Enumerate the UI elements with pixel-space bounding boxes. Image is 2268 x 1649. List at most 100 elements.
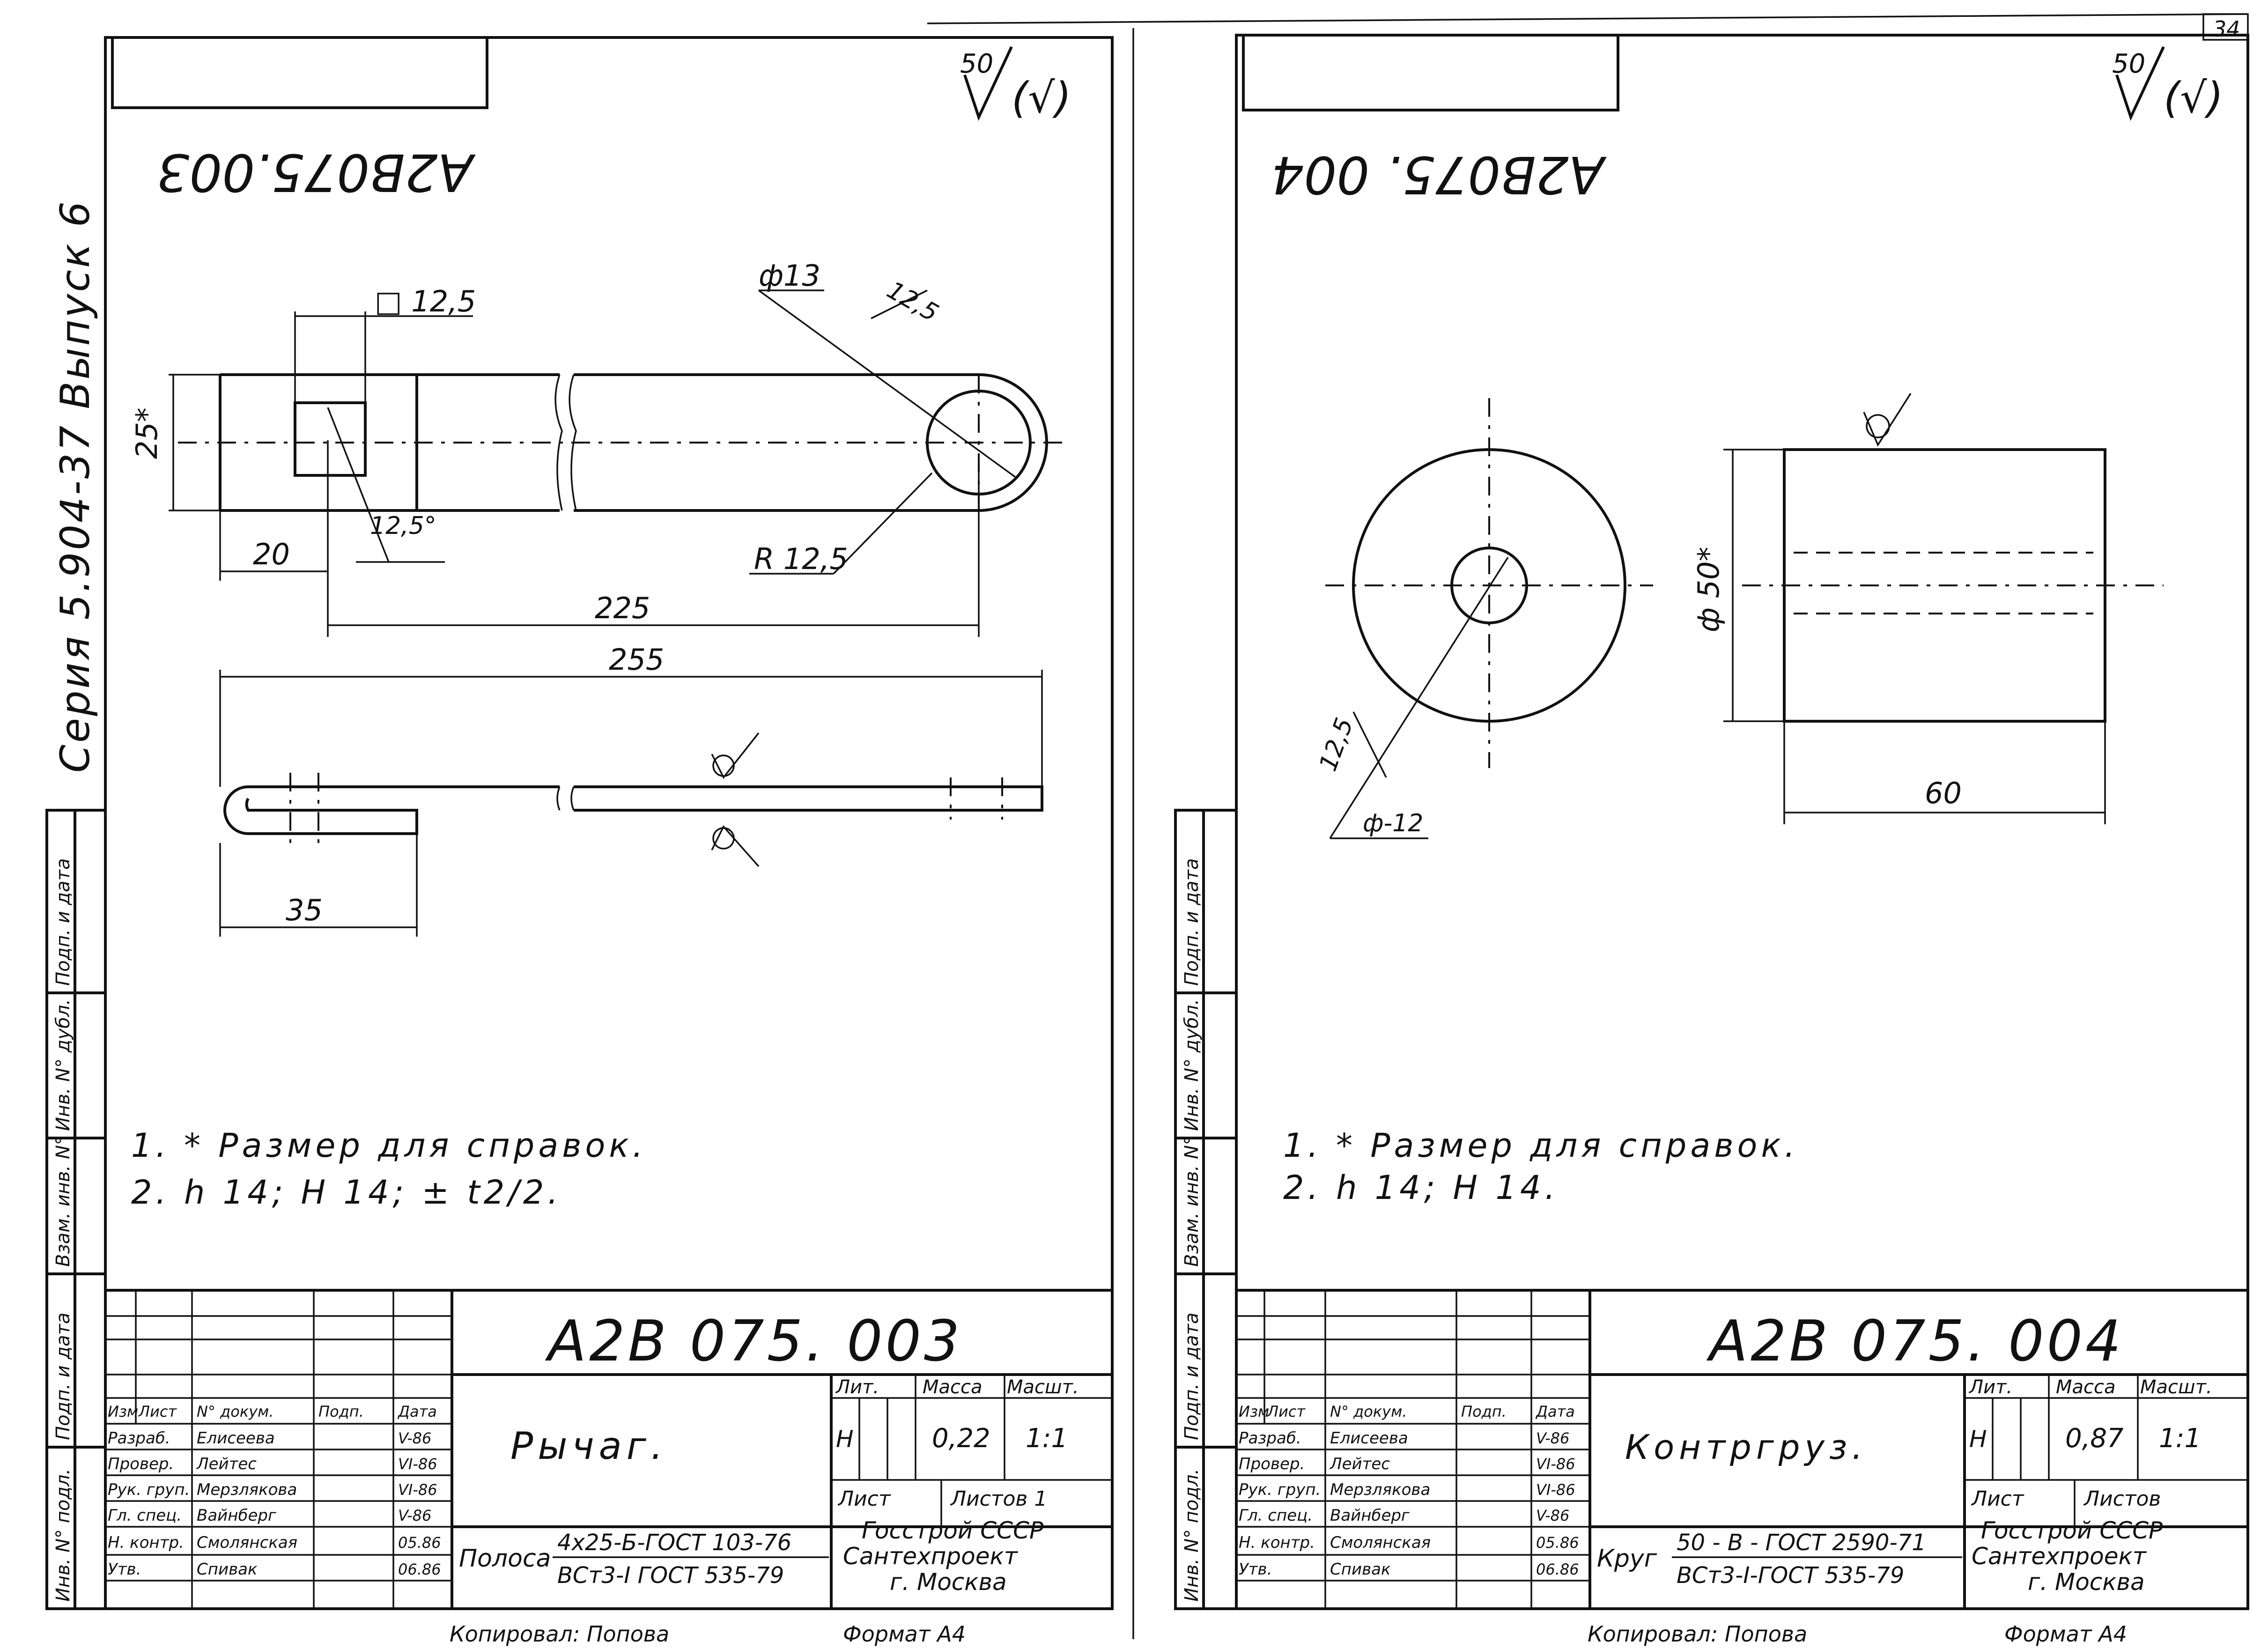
left-top-code-mirrored: А2В075.003	[156, 142, 476, 202]
svg-text:Листов 1: Листов 1	[950, 1487, 1047, 1511]
right-scale: 1:1	[2159, 1423, 2201, 1454]
svg-text:05.86: 05.86	[398, 1534, 441, 1552]
svg-text:Мерзлякова: Мерзлякова	[197, 1480, 297, 1499]
left-copied-by: Копировал: Попова	[450, 1621, 669, 1647]
svg-text:N° докум.: N° докум.	[197, 1403, 273, 1420]
svg-text:Сантехпроект: Сантехпроект	[843, 1543, 1019, 1570]
right-top-code-mirrored: А2В075. 004	[1271, 145, 1607, 205]
right-part-title: Контргруз.	[1625, 1427, 1867, 1467]
dim-radius: R 12,5	[754, 542, 848, 576]
svg-text:V-86: V-86	[398, 1507, 431, 1524]
right-sheet: 34 Инв. N° подл. Подп. и дата Взам. инв.…	[1174, 13, 2249, 1647]
svg-text:Лейтес: Лейтес	[1329, 1455, 1390, 1473]
left-material-2: ВСт3-I ГОСТ 535-79	[557, 1562, 784, 1589]
corner-page-number: 34	[2213, 16, 2240, 42]
dim-dia13: ф13	[759, 259, 820, 293]
svg-text:Смолянская: Смолянская	[197, 1533, 297, 1552]
svg-text:Изм: Изм	[108, 1403, 138, 1420]
dim-angle: 12,5°	[370, 512, 436, 540]
svg-text:Масшт.: Масшт.	[1007, 1376, 1079, 1398]
right-side-stamp: Инв. N° подл. Подп. и дата Взам. инв. N°…	[1174, 809, 1238, 1610]
svg-text:06.86: 06.86	[398, 1560, 441, 1578]
right-material-2: ВСт3-I-ГОСТ 535-79	[1677, 1562, 1904, 1589]
svg-text:Елисеева: Елисеева	[1330, 1429, 1408, 1448]
left-scale: 1:1	[1026, 1423, 1068, 1454]
lever-side-view: 255 35	[219, 643, 1043, 937]
right-format: Формат А4	[2004, 1621, 2127, 1647]
svg-text:Провер.: Провер.	[108, 1455, 174, 1473]
side-stamp-3: Взам. инв. N°	[52, 1136, 74, 1267]
svg-text:Подп. и дата: Подп. и дата	[1181, 1313, 1203, 1440]
svg-text:Взам. инв. N°: Взам. инв. N°	[1181, 1136, 1203, 1267]
right-mass: 0,87	[2065, 1423, 2124, 1454]
dim-dia12: ф-12	[1363, 809, 1423, 837]
svg-text:Н. контр.: Н. контр.	[1239, 1533, 1315, 1552]
dim-60: 60	[1925, 776, 1962, 810]
svg-text:V-86: V-86	[1536, 1507, 1569, 1524]
svg-text:Н: Н	[1969, 1426, 1987, 1453]
svg-text:Н. контр.: Н. контр.	[108, 1533, 184, 1552]
right-drawing-code: А2В 075. 004	[1706, 1309, 2124, 1374]
left-drawing-code: А2В 075. 003	[545, 1309, 962, 1374]
svg-text:Инв. N° подл.: Инв. N° подл.	[1181, 1469, 1203, 1602]
side-stamp-2: Подп. и дата	[52, 1313, 74, 1440]
side-stamp-5: Подп. и дата	[52, 858, 74, 986]
svg-text:Лит.: Лит.	[1968, 1376, 2012, 1398]
svg-text:V-86: V-86	[1536, 1429, 1569, 1447]
svg-text:Изм: Изм	[1239, 1403, 1269, 1420]
left-side-stamp: Инв. N° подл. Подп. и дата Взам. инв. N°…	[45, 809, 107, 1610]
svg-text:50: 50	[2112, 49, 2145, 79]
right-note-1: 1. * Размер для справок.	[1283, 1126, 1799, 1165]
left-part-title: Рычаг.	[510, 1424, 667, 1468]
svg-text:Масса: Масса	[2056, 1376, 2116, 1398]
dim-20: 20	[253, 537, 290, 571]
svg-text:Мерзлякова: Мерзлякова	[1330, 1480, 1430, 1499]
svg-text:г. Москва: г. Москва	[2028, 1568, 2145, 1596]
svg-text:Подп.: Подп.	[318, 1403, 364, 1420]
svg-text:(√): (√)	[2164, 74, 2224, 123]
svg-text:N° докум.: N° докум.	[1330, 1403, 1407, 1420]
svg-text:Масшт.: Масшт.	[2140, 1376, 2212, 1398]
svg-text:Круг: Круг	[1597, 1545, 1657, 1573]
svg-text:(√): (√)	[1012, 74, 1071, 123]
svg-text:V-86: V-86	[398, 1429, 431, 1447]
svg-text:VI-86: VI-86	[1536, 1481, 1575, 1499]
svg-text:Разраб.: Разраб.	[108, 1429, 170, 1448]
svg-text:Сантехпроект: Сантехпроект	[1972, 1543, 2147, 1570]
svg-text:Полоса: Полоса	[459, 1545, 551, 1573]
svg-text:Госстрой СССР: Госстрой СССР	[862, 1517, 1044, 1544]
svg-text:Подп.: Подп.	[1461, 1403, 1507, 1420]
dim-dia50: ф 50*	[1692, 547, 1726, 632]
svg-text:VI-86: VI-86	[398, 1481, 437, 1499]
left-note-2: 2. h 14; H 14; ± t2/2.	[131, 1173, 562, 1212]
svg-text:Лит.: Лит.	[835, 1376, 879, 1398]
svg-text:VI-86: VI-86	[398, 1455, 437, 1473]
svg-text:Лист: Лист	[138, 1403, 177, 1420]
svg-text:50: 50	[960, 49, 993, 79]
svg-text:Инв. N° дубл.: Инв. N° дубл.	[1181, 999, 1203, 1131]
svg-text:VI-86: VI-86	[1536, 1455, 1575, 1473]
left-note-1: 1. * Размер для справок.	[131, 1126, 647, 1165]
svg-text:Рук. груп.: Рук. груп.	[1239, 1480, 1321, 1499]
svg-text:Смолянская: Смолянская	[1330, 1533, 1431, 1552]
svg-text:Вайнберг: Вайнберг	[1330, 1506, 1410, 1525]
left-mass: 0,22	[932, 1423, 990, 1454]
svg-text:Провер.: Провер.	[1239, 1455, 1305, 1473]
right-material-1: 50 - В - ГОСТ 2590-71	[1677, 1530, 1926, 1556]
svg-text:Спивак: Спивак	[197, 1560, 258, 1579]
svg-text:Разраб.: Разраб.	[1239, 1429, 1301, 1448]
svg-text:Утв.: Утв.	[1239, 1560, 1272, 1579]
series-label: Серия 5.904-37 Выпуск 6	[52, 200, 99, 773]
svg-text:Гл. спец.: Гл. спец.	[1239, 1506, 1313, 1525]
svg-text:Лист: Лист	[1971, 1487, 2024, 1511]
svg-text:Дата: Дата	[397, 1403, 437, 1420]
svg-text:Лейтес: Лейтес	[196, 1455, 257, 1473]
svg-text:Рук. груп.: Рук. груп.	[108, 1480, 190, 1499]
svg-text:Н: Н	[836, 1426, 854, 1453]
dim-255: 255	[609, 643, 664, 677]
svg-text:г. Москва: г. Москва	[890, 1568, 1007, 1596]
svg-text:Гл. спец.: Гл. спец.	[108, 1506, 182, 1525]
left-material-1: 4х25-Б-ГОСТ 103-76	[557, 1530, 791, 1556]
dim-square: □ 12,5	[375, 284, 476, 318]
svg-text:05.86: 05.86	[1536, 1534, 1579, 1552]
